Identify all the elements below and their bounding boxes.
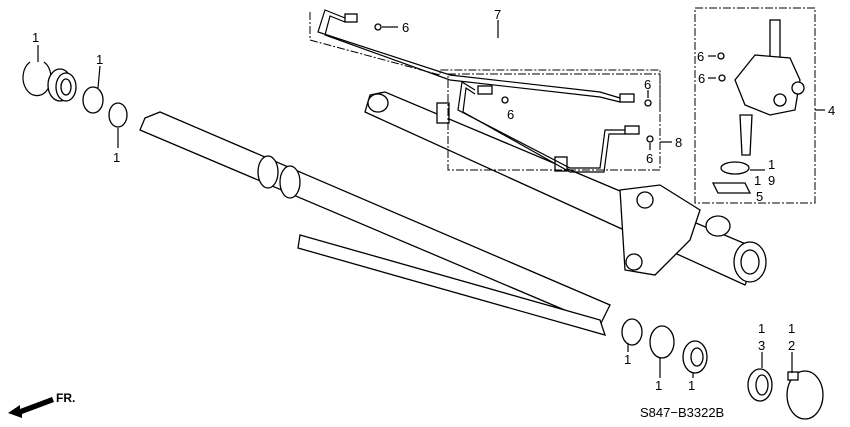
end-oring [621,318,643,346]
callout-label: 9 [768,173,775,188]
seal-top-left [47,68,77,102]
callout-label: 1 [688,378,695,393]
callout-label: 6 [507,107,514,122]
oring-small [646,135,654,143]
callout-label: 6 [646,151,653,166]
pipe-set-bracket [447,73,661,171]
callout-label: 7 [494,7,501,22]
oring-small [374,23,382,31]
boot [747,368,773,402]
callout-label: 1 [754,173,761,188]
callout-label: 1 [768,157,775,172]
callout-label: 1 [788,321,795,336]
callout-label: 6 [644,77,651,92]
callout-label: 4 [828,103,835,118]
gear-housing [364,91,767,286]
callout-label: 3 [758,338,765,353]
diagram-code: S847−B3322B [640,405,724,420]
clamp [786,370,824,420]
callout-label: 6 [697,49,704,64]
callout-label: 2 [788,338,795,353]
callout-label: 8 [675,135,682,150]
feed-pipes [317,9,640,173]
oring-top-left [82,86,104,114]
oring-small [644,99,652,107]
snap-ring [22,61,52,97]
valve-body [711,19,805,194]
end-seal [649,325,675,359]
callout-label: 6 [698,71,705,86]
callout-label: 1 [113,150,120,165]
arrow-icon [8,397,54,418]
callout-label: 1 [624,352,631,367]
oring-left-2 [108,102,128,128]
callout-label: 6 [402,20,409,35]
pipe-assembly-bracket [309,12,661,110]
oring-small [501,96,509,104]
callout-label: 5 [756,189,763,204]
leader-lines [37,20,825,378]
oring-small [717,52,725,60]
rack-shaft [139,111,611,336]
end-bushing [682,340,708,374]
callout-label: 1 [96,52,103,67]
callout-label: 1 [655,378,662,393]
callout-label: 1 [32,30,39,45]
valve-body-bracket [694,7,816,204]
direction-label: FR. [56,391,75,405]
oring-small [718,74,726,82]
front-direction-indicator: FR. [8,391,75,418]
callout-label: 1 [758,321,765,336]
